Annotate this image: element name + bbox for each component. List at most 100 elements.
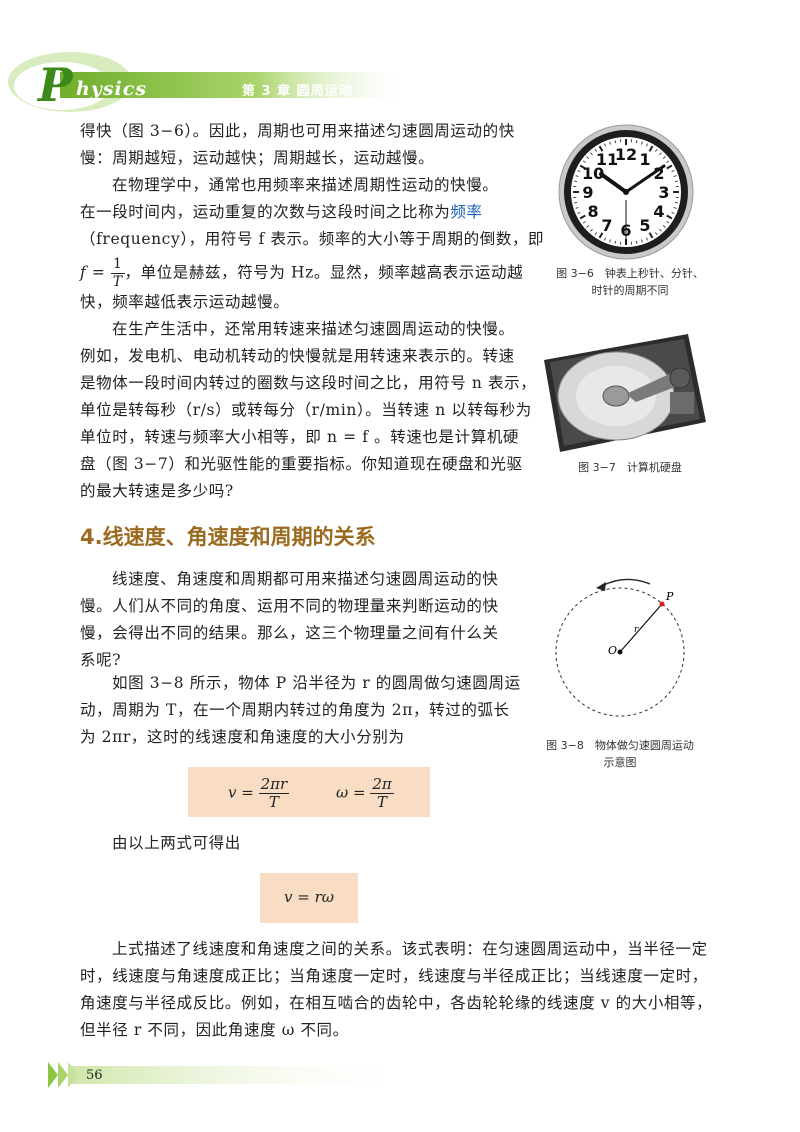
circle-path	[555, 587, 685, 717]
clock-tick	[673, 207, 677, 209]
clock-tick	[582, 160, 586, 163]
paragraph: 在生产生活中，还常用转速来描述匀速圆周运动的快慢。 例如，发电机、电动机转动的快…	[80, 316, 536, 505]
clock-tick	[604, 237, 607, 241]
clock-number: 12	[615, 145, 637, 164]
hdd-magnet	[670, 392, 694, 414]
numerator: 2πr	[258, 775, 290, 794]
clock-number: 11	[596, 150, 618, 169]
clock-tick	[579, 214, 586, 220]
clock-tick	[604, 143, 607, 147]
caption-line: 时针的周期不同	[591, 284, 669, 297]
clock-tick	[598, 145, 604, 152]
formula-lhs: f =	[80, 263, 106, 282]
clock-center	[623, 189, 629, 195]
clock-tick	[645, 237, 648, 241]
hour-hand	[599, 172, 628, 194]
clock-ticks	[573, 139, 679, 245]
hdd-actuator-pivot	[669, 367, 691, 389]
clock-tick	[662, 156, 666, 159]
clock-tick	[659, 152, 662, 156]
clock-tick	[655, 232, 658, 236]
clock-tick	[666, 160, 670, 163]
clock-tick	[574, 202, 578, 204]
clock-tick	[579, 164, 586, 170]
clock-tick	[648, 232, 654, 239]
clock-tick	[590, 152, 593, 156]
clock-tick	[586, 225, 590, 228]
text-line: 角速度与半径成反比。例如，在相互啮合的齿轮中，各齿轮轮缘的线速度 v 的大小相等…	[80, 994, 713, 1012]
object-point	[659, 601, 665, 607]
text-line: 的最大转速是多少吗?	[80, 482, 234, 500]
center-point	[617, 649, 623, 655]
page-number: 56	[86, 1068, 103, 1083]
formula-lhs: ω =	[336, 783, 366, 802]
clock-tick	[673, 175, 677, 177]
paragraph: 如图 3−8 所示，物体 P 沿半径为 r 的圆周做匀速圆周运 动，周期为 T，…	[80, 670, 521, 751]
text-line: 系呢?	[80, 651, 122, 669]
figure-caption: 图 3−8 物体做匀速圆周运动 示意图	[520, 737, 720, 771]
text-line: 但半径 r 不同，因此角速度 ω 不同。	[80, 1021, 349, 1039]
formula-box-velocity	[188, 767, 430, 817]
clock-tick	[641, 141, 643, 145]
text-line: 单位是转每秒（r/s）或转每分（r/min）。当转速 n 以转每秒为	[80, 401, 532, 419]
clock-number: 9	[582, 183, 593, 202]
clock-tick	[594, 148, 597, 152]
text-span: ，单位是赫兹，符号为 Hz。显然，频率越高表示运动越	[124, 263, 524, 282]
clock-tick	[582, 221, 586, 224]
clock-tick	[575, 207, 579, 209]
text-span: 在一段时间内，运动重复的次数与这段时间之比称为	[80, 203, 451, 221]
clock-number: 8	[588, 202, 599, 221]
numerator: 1	[110, 256, 125, 274]
denominator: T	[268, 793, 279, 811]
footer-gradient	[70, 1066, 420, 1084]
formula-lhs: v =	[228, 783, 254, 802]
text-line: 例如，发电机、电动机转动的快慢就是用转速来表示的。转速	[80, 347, 515, 365]
formula-box-relation	[260, 873, 358, 923]
clock-tick	[641, 239, 643, 243]
clock-number: 4	[653, 202, 664, 221]
clock-tick	[648, 145, 654, 152]
term-frequency: 频率	[450, 203, 483, 221]
header-band	[8, 52, 415, 112]
clock-tick	[666, 164, 673, 170]
text-line: 线速度、角速度和周期都可用来描述匀速圆周运动的快	[112, 570, 499, 588]
text-line: 为 2πr，这时的线速度和角速度的大小分别为	[80, 728, 405, 746]
clock-tick	[671, 211, 675, 214]
clock-tick	[671, 170, 675, 173]
clock-tick	[590, 228, 593, 232]
clock-tick	[674, 202, 678, 204]
clock-tick	[666, 214, 673, 220]
clock-tick	[674, 180, 678, 182]
relation-formula: v = rω	[284, 888, 334, 906]
clock-tick	[659, 228, 662, 232]
caption-line: 示意图	[603, 756, 637, 769]
text-line: 由以上两式可得出	[112, 834, 241, 852]
clock-tick	[586, 156, 590, 159]
text-line: 得快（图 3−6）。因此，周期也可用来描述匀速圆周运动的快	[80, 122, 515, 140]
denominator: T	[112, 274, 123, 290]
caption-line: 图 3−6 钟表上秒针、分针、	[556, 267, 704, 280]
text-line: 快，频率越低表示运动越慢。	[80, 293, 290, 311]
clock-tick	[594, 232, 597, 236]
text-line: 单位时，转速与频率大小相等，即 n = f 。转速也是计算机硬	[80, 428, 520, 446]
clock-tick	[645, 143, 648, 147]
clock-tick	[614, 240, 616, 244]
label-O: O	[608, 644, 617, 657]
figure-caption: 图 3−7 计算机硬盘	[578, 461, 682, 474]
text-line: 上式描述了线速度和角速度之间的关系。该式表明：在匀速圆周运动中，当半径一定	[112, 940, 708, 958]
clock-tick	[598, 232, 604, 239]
hard-disk-figure	[544, 334, 706, 452]
clock-tick	[577, 170, 581, 173]
clock-tick	[575, 175, 579, 177]
clock-tick	[655, 148, 658, 152]
paragraph: 线速度、角速度和周期都可用来描述匀速圆周运动的快 慢。人们从不同的角度、运用不同…	[80, 566, 499, 674]
text-line: 时，线速度与角速度成正比；当角速度一定时，线速度与半径成正比；当线速度一定时，	[80, 967, 708, 985]
text-line: 在物理学中，通常也用频率来描述周期性运动的快慢。	[112, 176, 499, 194]
